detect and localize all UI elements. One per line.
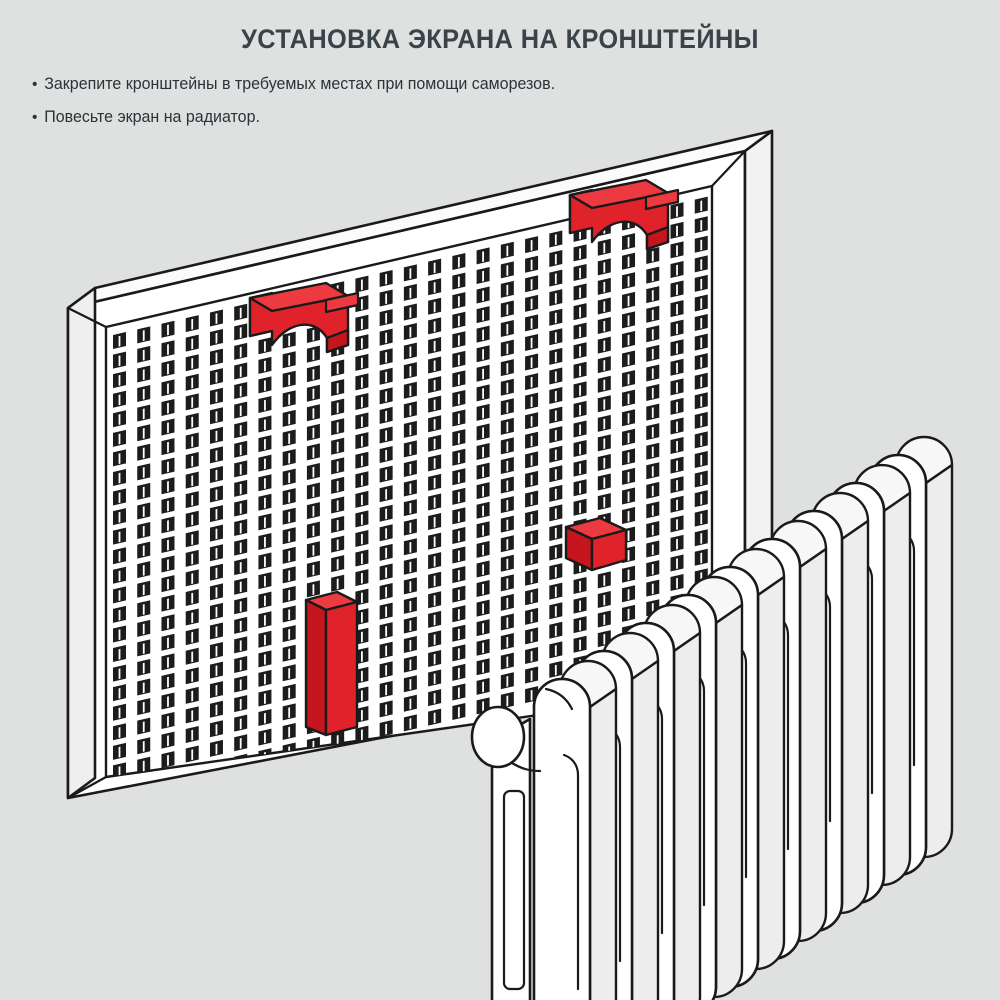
section-side-face <box>588 687 618 1000</box>
bracket-hook-upper-right <box>568 178 680 251</box>
bracket-hook-upper-left <box>248 281 360 354</box>
bracket-right-flange <box>325 328 350 354</box>
bracket-tongue <box>644 188 680 211</box>
list-item: • Закрепите кронштейны в требуемых места… <box>32 73 971 97</box>
instruction-list: • Закрепите кронштейны в требуемых места… <box>32 73 1000 130</box>
screen-frame-left-edge <box>66 286 97 800</box>
list-item: • Повесьте экран на радиатор. <box>32 106 971 130</box>
perforation-hole <box>694 196 708 214</box>
perforation-hole <box>694 216 708 234</box>
perforation-hole <box>670 202 684 220</box>
page-title: УСТАНОВКА ЭКРАНА НА КРОНШТЕЙНЫ <box>241 24 759 54</box>
bullet-marker-icon: • <box>32 76 38 93</box>
radiator-section <box>470 659 618 1000</box>
section-groove <box>562 753 580 991</box>
leg-front-face <box>324 600 359 737</box>
radiator <box>470 435 954 1000</box>
list-item-text: Закрепите кронштейны в требуемых местах … <box>44 75 556 93</box>
list-item-text: Повесьте экран на радиатор. <box>44 107 260 126</box>
section-neck-tick <box>544 687 574 711</box>
perforation-hole <box>622 233 636 251</box>
perforation-hole <box>694 235 708 253</box>
end-panel-slot <box>502 789 526 991</box>
perforation-hole <box>597 238 611 256</box>
leg-left-face <box>304 598 328 737</box>
section-side-face <box>630 659 660 1000</box>
bracket-tongue <box>324 291 360 314</box>
block-front-face <box>590 528 628 572</box>
radiator-port <box>470 705 526 769</box>
instruction-header: УСТАНОВКА ЭКРАНА НА КРОНШТЕЙНЫ • Закрепи… <box>0 0 1000 139</box>
section-front-face <box>532 677 592 1000</box>
perforation-hole <box>549 250 563 268</box>
perforation-hole <box>670 221 684 239</box>
perforation-hole <box>525 236 539 254</box>
bullet-marker-icon: • <box>32 108 38 126</box>
perforation-hole <box>549 230 563 248</box>
bracket-vertical-leg <box>304 590 359 737</box>
port-lip <box>510 761 542 773</box>
perforation-hole <box>670 241 684 259</box>
bracket-right-flange <box>645 225 670 251</box>
bracket-radiator-block <box>564 516 628 572</box>
